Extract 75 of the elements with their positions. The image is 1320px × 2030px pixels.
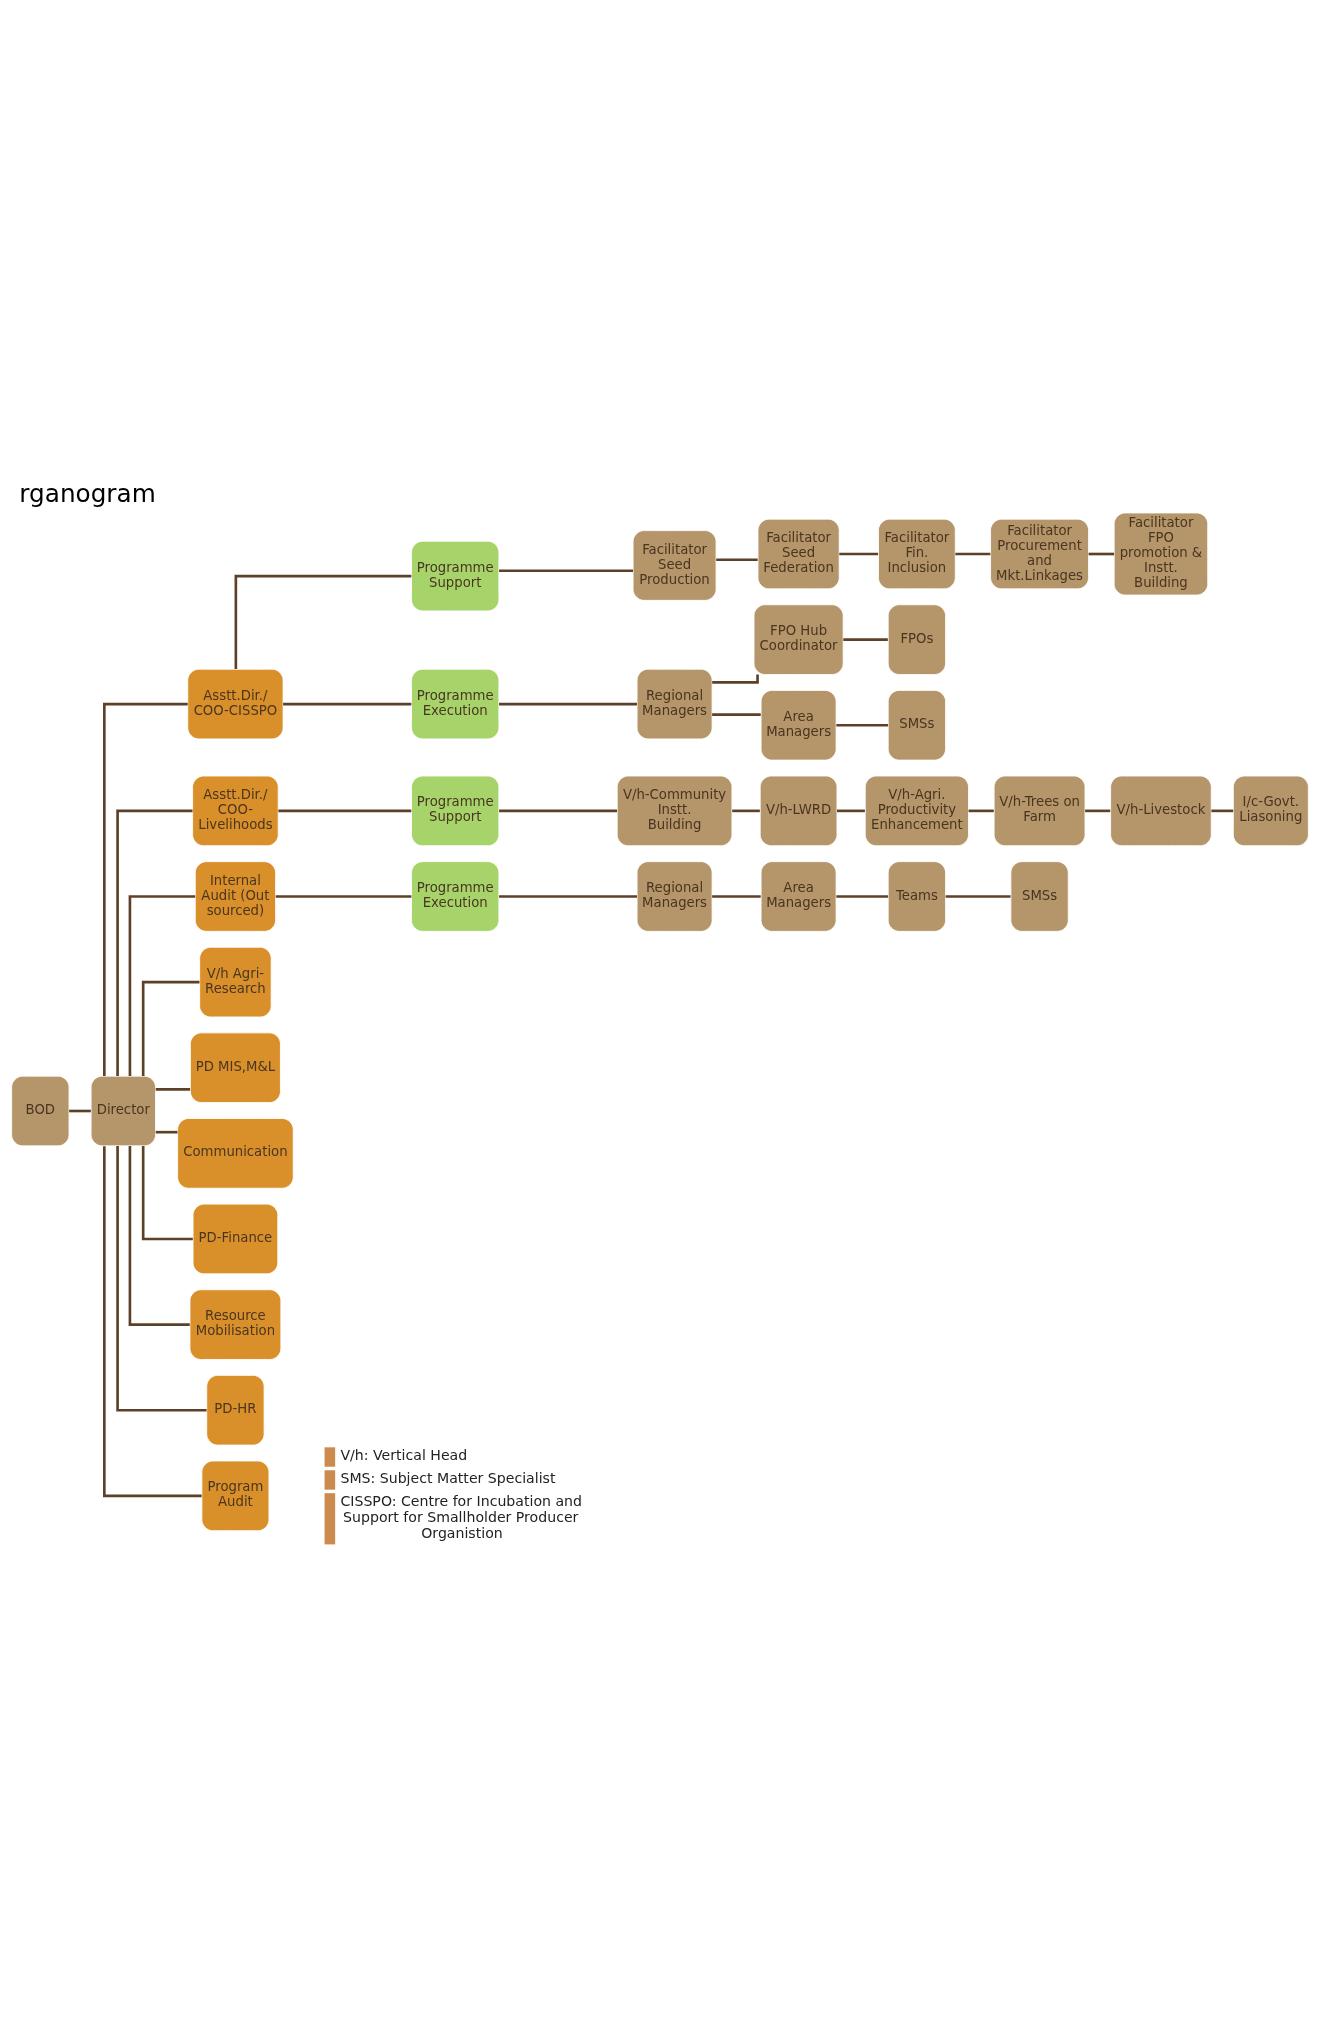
node-box: PD MIS,M&L: [189, 1032, 281, 1104]
connector: [499, 702, 637, 706]
connector: [837, 809, 865, 813]
connector: [499, 569, 633, 573]
legend-label: SMS: Subject Matter Specialist: [340, 1470, 556, 1487]
connector: [836, 723, 889, 727]
node-box: Facilitator Procurement and Mkt.Linkages: [990, 518, 1089, 590]
node-box: SMSs: [887, 689, 946, 761]
node-box: Programme Execution: [411, 861, 500, 932]
node-box: Teams: [887, 861, 946, 932]
connector: [716, 558, 758, 562]
connector: [712, 713, 761, 716]
connector: [712, 674, 759, 684]
node-box: Program Audit: [201, 1460, 270, 1532]
connector: [128, 1146, 190, 1326]
node-box: Communication: [177, 1118, 294, 1189]
connector: [103, 1146, 202, 1498]
connector: [141, 1145, 193, 1241]
connector: [116, 1145, 207, 1412]
connector: [712, 895, 761, 898]
diagram-title: rganogram: [19, 478, 156, 508]
connector: [955, 552, 991, 556]
node-box: BOD: [11, 1075, 70, 1147]
node-box: Regional Managers: [636, 668, 713, 740]
node-box: Facilitator Seed Federation: [757, 518, 840, 590]
node-box: Regional Managers: [636, 861, 713, 932]
node-box: Director: [90, 1075, 156, 1147]
connector: [278, 809, 412, 813]
connector: [945, 895, 1011, 898]
node-box: V/h-LWRD: [759, 775, 838, 847]
connector: [283, 702, 412, 706]
connector: [843, 638, 888, 641]
connector: [1088, 552, 1115, 556]
connector: [155, 1088, 191, 1091]
connector: [1211, 809, 1234, 813]
node-box: Facilitator Seed Production: [632, 530, 717, 601]
connector: [275, 895, 412, 898]
node-box: Area Managers: [760, 861, 837, 932]
node-box: Facilitator FPO promotion & Instt. Building: [1113, 512, 1209, 596]
connector: [234, 574, 412, 670]
node-box: V/h-Trees on Farm: [993, 775, 1086, 847]
node-box: I/c-Govt. Liasoning: [1232, 775, 1309, 847]
node-box: FPO Hub Coordinator: [753, 604, 844, 675]
node-box: V/h-Livestock: [1110, 775, 1212, 847]
connector: [839, 552, 879, 556]
legend-label: V/h: Vertical Head: [340, 1447, 468, 1464]
node-box: Programme Support: [411, 775, 500, 847]
connector: [141, 980, 200, 1077]
node-box: V/h Agri-Research: [199, 946, 272, 1018]
node-box: Resource Mobilisation: [189, 1289, 282, 1360]
node-box: V/h-Community Instt. Building: [616, 775, 733, 847]
node-box: Asstt.Dir./ COO- Livelihoods: [192, 775, 279, 847]
node-box: Asstt.Dir./ COO-CISSPO: [187, 668, 284, 740]
connector: [1085, 809, 1111, 813]
connector: [103, 702, 188, 1076]
node-box: Area Managers: [760, 689, 837, 761]
connector: [499, 895, 637, 898]
node-box: Facilitator Fin. Inclusion: [878, 518, 956, 590]
node-box: Programme Execution: [411, 668, 500, 740]
connector: [836, 895, 889, 898]
connector: [155, 1130, 178, 1134]
connector: [116, 809, 193, 1076]
connector: [499, 809, 618, 813]
connector: [732, 809, 760, 813]
node-box: Internal Audit (Out sourced): [194, 861, 276, 932]
node-box: V/h-Agri. Productivity Enhancement: [864, 775, 969, 847]
node-box: PD-Finance: [192, 1203, 279, 1275]
node-box: FPOs: [887, 604, 946, 675]
legend-label: CISSPO: Centre for Incubation and Support for Smallholder Producer Organistion: [340, 1493, 582, 1542]
node-box: PD-HR: [206, 1374, 265, 1446]
connector: [968, 809, 994, 813]
node-box: Programme Support: [411, 540, 500, 612]
connector: [69, 1109, 91, 1113]
node-box: SMSs: [1010, 861, 1069, 932]
connector: [128, 895, 196, 1077]
